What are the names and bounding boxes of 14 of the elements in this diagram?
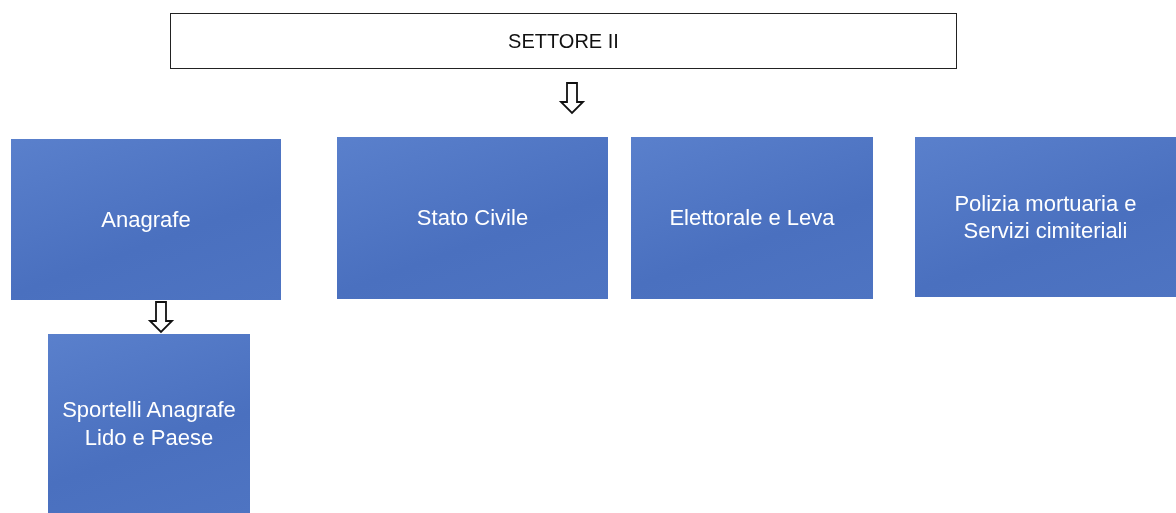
box-label: Elettorale e Leva — [669, 204, 835, 232]
unit-box — [915, 137, 1176, 297]
box-label: SETTORE II — [508, 29, 619, 53]
box-label: Sportelli Anagrafe Lido e Paese — [61, 396, 237, 451]
unit-box — [11, 139, 281, 300]
block-arrow — [147, 301, 175, 334]
heading-box — [170, 13, 957, 69]
box-label: Anagrafe — [101, 205, 191, 234]
unit-box — [631, 137, 873, 299]
box-label: Stato Civile — [416, 204, 529, 232]
box-label: Polizia mortuaria e Servizi cimiteriali — [953, 189, 1138, 245]
unit-box — [48, 334, 250, 513]
block-arrow — [558, 82, 586, 115]
unit-box — [337, 137, 608, 299]
